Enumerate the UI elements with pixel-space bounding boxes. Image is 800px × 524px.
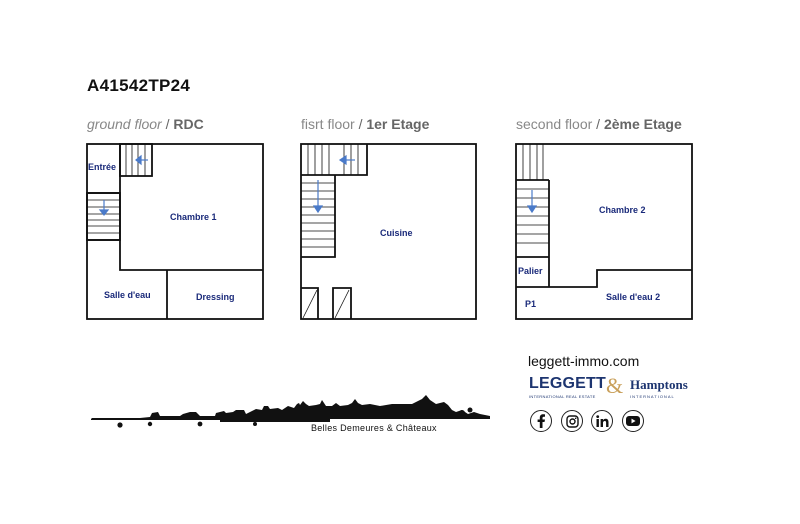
wall	[119, 144, 263, 271]
youtube-icon[interactable]	[622, 410, 644, 432]
tree	[253, 422, 257, 426]
tagline: Belles Demeures & Châteaux	[311, 423, 437, 433]
tree	[459, 410, 465, 416]
floor-label-en: fisrt floor	[301, 116, 355, 132]
room-label-p1: P1	[525, 299, 536, 309]
tree	[467, 407, 473, 413]
stair-arrow-head	[135, 154, 142, 166]
floor-label-fr: 1er Etage	[366, 116, 430, 132]
room-label-salle-eau2: Salle d'eau 2	[606, 292, 660, 302]
floor-label-sep: /	[596, 116, 601, 132]
stair-ground-top	[119, 143, 153, 177]
floor-label-second: second floor / 2ème Etage	[516, 116, 682, 132]
floor-label-sep: /	[165, 116, 170, 132]
cupboard-diagonal	[334, 289, 350, 319]
skyline-silhouette	[91, 395, 490, 428]
brand-ampersand: &	[606, 373, 624, 398]
room-label-chambre1: Chambre 1	[170, 212, 217, 222]
stair-first-left	[301, 175, 336, 258]
wall	[516, 269, 692, 288]
stair-steps	[522, 144, 544, 180]
floor-label-first: fisrt floor / 1er Etage	[301, 116, 429, 132]
floor-label-sep: /	[358, 116, 363, 132]
stair-steps	[125, 144, 146, 176]
floor-label-fr: 2ème Etage	[603, 116, 682, 132]
plan-first-outline	[300, 143, 477, 320]
hamptons-logo-subtitle: INTERNATIONAL	[630, 394, 675, 399]
room-label-cuisine: Cuisine	[380, 228, 413, 238]
cupboard	[301, 287, 319, 319]
leggett-logo-subtitle: INTERNATIONAL REAL ESTATE	[529, 394, 596, 399]
facebook-icon[interactable]	[530, 410, 552, 432]
floor-label-ground: ground floor / RDC	[87, 116, 204, 132]
stair-first-top	[301, 144, 368, 176]
room-label-salle-eau: Salle d'eau	[104, 290, 151, 300]
linkedin-icon[interactable]	[591, 410, 613, 432]
tree	[147, 421, 153, 427]
leggett-logo: LEGGETT INTERNATIONAL REAL ESTATE	[529, 375, 606, 400]
cupboard	[332, 287, 352, 319]
room-label-palier: Palier	[518, 266, 543, 276]
floor-label-en: second floor	[516, 116, 593, 132]
stair-arrow-head	[98, 209, 110, 216]
cupboard-diagonal	[302, 289, 318, 319]
floor-label-en: ground floor	[87, 116, 162, 132]
stair-arrow-head	[312, 205, 324, 214]
tree	[197, 421, 203, 427]
stair-arrow-head	[526, 205, 538, 214]
stair-arrow-head	[338, 154, 347, 166]
instagram-icon[interactable]	[561, 410, 583, 432]
room-label-chambre2: Chambre 2	[599, 205, 646, 215]
room-label-dressing: Dressing	[196, 292, 235, 302]
hamptons-logo: Hamptons INTERNATIONAL	[630, 377, 688, 399]
floor-label-fr: RDC	[173, 116, 204, 132]
plan-second-outline	[515, 143, 693, 320]
reference-code: A41542TP24	[87, 76, 191, 95]
website-link[interactable]: leggett-immo.com	[528, 353, 640, 369]
leggett-logo-text: LEGGETT	[529, 375, 606, 392]
hamptons-logo-text: Hamptons	[630, 377, 688, 392]
stair-ground-left	[86, 192, 121, 241]
tree	[117, 422, 123, 428]
room-label-entree: Entrée	[88, 162, 116, 172]
